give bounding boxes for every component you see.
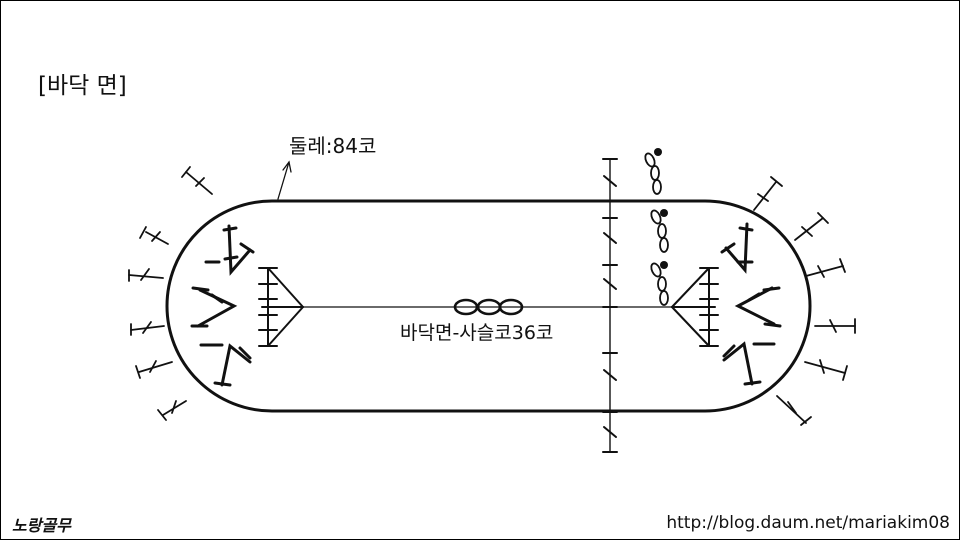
half-double-crochet-icon — [753, 176, 856, 426]
double-crochet-icon — [720, 222, 782, 386]
left-center-fan — [258, 267, 304, 347]
half-double-crochet-icon — [128, 166, 213, 421]
divider-ticks — [602, 158, 618, 453]
right-center-fan — [671, 267, 719, 347]
foundation-chain-label: 바닥면-사슬코36코 — [400, 322, 554, 344]
circumference-label: 둘레:84코 — [289, 134, 377, 158]
double-crochet-icon — [190, 224, 255, 387]
base-outline — [165, 199, 812, 413]
blog-url: http://blog.daum.net/mariakim08 — [666, 513, 950, 533]
chain-stitch-icon — [453, 298, 524, 316]
slip-stitch-icon — [644, 152, 669, 306]
brand-signature: 노랑골무 — [12, 516, 71, 535]
circumference-arrow — [277, 160, 292, 200]
slip-stitch-dots — [654, 148, 668, 269]
page-title: [바닥 면] — [38, 73, 127, 99]
